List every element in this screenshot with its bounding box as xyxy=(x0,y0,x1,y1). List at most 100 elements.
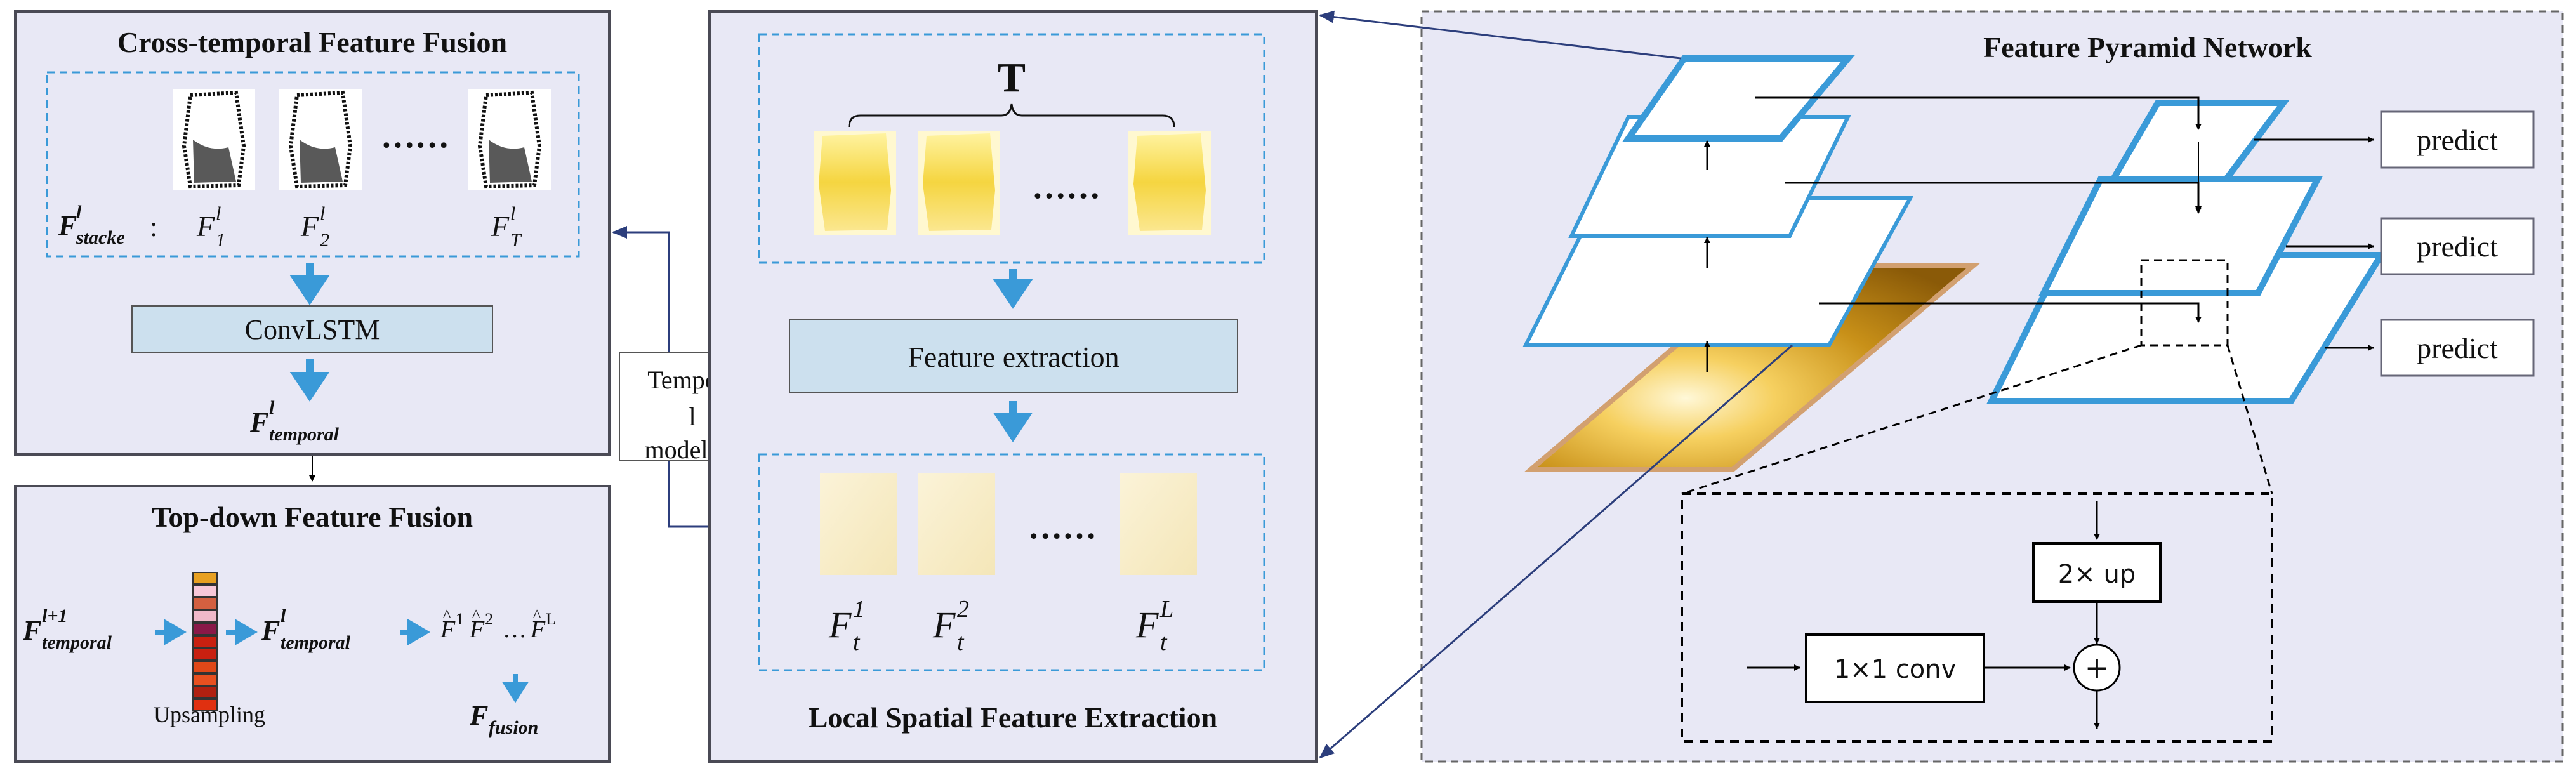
top-down-panel: Top-down Feature Fusion F l+1 temporal U… xyxy=(14,485,611,763)
svg-text:L: L xyxy=(1159,596,1173,623)
hat-feature-sequence: F ^ 1 F ^ 2 … F ^ L xyxy=(440,606,556,643)
convlstm-label: ConvLSTM xyxy=(245,314,380,345)
t-brace xyxy=(848,103,1175,128)
fusion-output-label: F fusion xyxy=(469,700,538,738)
svg-text:F: F xyxy=(440,616,456,643)
local-out-label-1: F 1 t xyxy=(828,596,865,656)
input-frames-ellipsis: …… xyxy=(1032,168,1100,206)
svg-text:^: ^ xyxy=(533,606,541,624)
zoom-region-marker xyxy=(2140,259,2229,347)
svg-text:l: l xyxy=(76,202,82,223)
predict-label-3: predict xyxy=(2417,332,2498,364)
topdown-arrow-1 xyxy=(155,619,187,645)
svg-text:l: l xyxy=(320,203,325,224)
predict-label-1: predict xyxy=(2417,124,2498,156)
topdown-input-label: F l+1 temporal xyxy=(22,605,112,653)
svg-text:F: F xyxy=(469,700,488,731)
upsampling-cell xyxy=(192,597,218,610)
map-label-ft: F l T xyxy=(491,203,522,251)
temporal-output-label: F l temporal xyxy=(249,397,340,445)
local-features-ellipsis: …… xyxy=(1028,508,1097,546)
topdown-middle-label: F l temporal xyxy=(261,605,351,653)
temporal-modeling-line-2: l xyxy=(689,402,696,431)
predict-box-2 xyxy=(2380,217,2535,275)
feature-extraction-label: Feature extraction xyxy=(908,341,1119,373)
svg-text:^: ^ xyxy=(472,606,480,624)
topdown-arrow-2 xyxy=(226,619,258,645)
zoom-line-right xyxy=(2226,345,2273,494)
topdown-arrow-3 xyxy=(400,619,430,645)
map-label-f1: F l 1 xyxy=(196,203,225,251)
upsampling-cell xyxy=(192,623,218,635)
zoom-line-left xyxy=(1681,344,2142,495)
svg-text:^: ^ xyxy=(443,606,451,624)
svg-text:l: l xyxy=(269,397,275,418)
svg-text:…: … xyxy=(503,616,527,643)
svg-text:t: t xyxy=(1160,629,1168,656)
convlstm-box xyxy=(131,305,493,353)
lateral-connection-1 xyxy=(1755,96,2202,130)
pyramid-left-level-2 xyxy=(1568,115,1851,238)
pyramid-right-level-1 xyxy=(2108,100,2290,182)
cross-temporal-panel: Cross-temporal Feature Fusion …… F l sta… xyxy=(14,10,611,456)
upsample-label: 2× up xyxy=(2058,560,2136,589)
svg-text:F: F xyxy=(58,210,77,241)
sum-symbol: + xyxy=(2085,651,2110,685)
upsampling-cell xyxy=(192,661,218,673)
svg-text:T: T xyxy=(510,230,522,251)
predict-label-2: predict xyxy=(2417,230,2498,263)
upsampling-stack xyxy=(192,572,218,711)
upsampling-label: Upsampling xyxy=(154,702,265,727)
svg-text:F: F xyxy=(1135,604,1159,645)
upsampling-cell xyxy=(192,635,218,648)
top-down-title: Top-down Feature Fusion xyxy=(152,501,473,533)
upsampling-cell xyxy=(192,673,218,686)
pyramid-left-level-1 xyxy=(1622,55,1855,142)
cross-temporal-ellipsis: …… xyxy=(381,117,449,155)
cross-temporal-title: Cross-temporal Feature Fusion xyxy=(117,26,507,58)
arrow-to-convlstm xyxy=(289,263,330,305)
yellow-frame-1 xyxy=(814,131,896,235)
upsampling-cell xyxy=(192,610,218,623)
topdown-arrow-down xyxy=(501,674,529,703)
stack-label: F l stacke : xyxy=(58,202,157,248)
input-frames-frame xyxy=(758,33,1265,264)
upsampling-cell xyxy=(192,572,218,585)
svg-text:1: 1 xyxy=(216,230,225,251)
stacked-features-frame xyxy=(46,71,580,258)
upsampling-cell xyxy=(192,585,218,597)
svg-text::: : xyxy=(150,211,157,242)
local-features-frame xyxy=(758,453,1265,671)
svg-text:F: F xyxy=(261,615,280,646)
svg-text:F: F xyxy=(196,210,215,242)
svg-text:l+1: l+1 xyxy=(42,605,67,626)
local-out-label-l: F L t xyxy=(1135,596,1173,656)
svg-text:l: l xyxy=(510,203,515,224)
arrow-to-feature-extraction xyxy=(993,269,1033,309)
local-feature-tile-l xyxy=(1120,473,1197,575)
arrow-from-convlstm xyxy=(289,359,330,402)
svg-text:F: F xyxy=(530,616,546,643)
svg-text:F: F xyxy=(828,604,852,645)
predict-box-3 xyxy=(2380,319,2535,377)
svg-text:temporal: temporal xyxy=(281,632,351,653)
yellow-frame-t xyxy=(1128,131,1211,235)
map-label-f2: F l 2 xyxy=(300,203,329,251)
svg-text:F: F xyxy=(932,604,956,645)
upsampling-cell xyxy=(192,648,218,661)
svg-text:1: 1 xyxy=(456,610,464,628)
feature-extraction-box xyxy=(789,319,1238,393)
conv1x1-label: 1×1 conv xyxy=(1834,655,1957,684)
conv1x1-box xyxy=(1805,633,1985,703)
upsampling-cell xyxy=(192,699,218,711)
svg-text:2: 2 xyxy=(957,596,969,623)
svg-text:F: F xyxy=(300,210,319,242)
upsampling-cell xyxy=(192,686,218,699)
bw-feature-map-t xyxy=(468,89,551,190)
local-feature-tile-2 xyxy=(918,473,995,575)
svg-text:2: 2 xyxy=(320,230,329,251)
svg-text:l: l xyxy=(281,605,286,626)
connector-fpn-to-local-top xyxy=(1319,10,1681,60)
svg-text:2: 2 xyxy=(485,610,493,628)
svg-text:temporal: temporal xyxy=(269,424,340,445)
